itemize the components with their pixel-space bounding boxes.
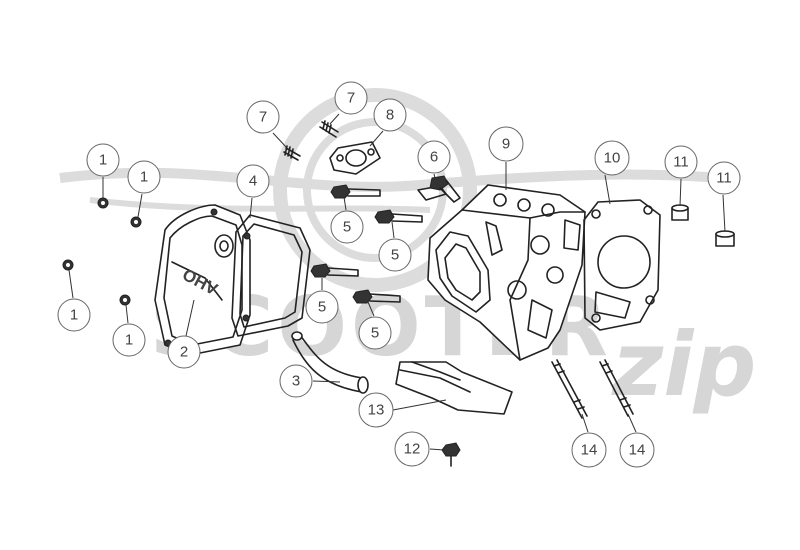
callout-13: 13 <box>358 392 394 428</box>
svg-text:1: 1 <box>140 169 148 186</box>
callout-11: 11 <box>664 145 698 179</box>
dowel-pin-a <box>671 204 689 221</box>
bolt-1-top-a <box>97 197 109 209</box>
svg-text:11: 11 <box>673 154 689 171</box>
callout-5: 5 <box>305 290 339 324</box>
callout-1: 1 <box>127 160 161 194</box>
valve-cover: OHV <box>154 204 251 356</box>
svg-text:1: 1 <box>70 307 78 324</box>
parts: OHV <box>62 120 735 467</box>
svg-text:5: 5 <box>343 219 351 236</box>
callout-4: 4 <box>236 164 270 198</box>
bolt-1-left <box>62 259 74 271</box>
svg-text:12: 12 <box>404 441 421 458</box>
svg-text:14: 14 <box>581 442 598 459</box>
long-stud-a <box>551 359 588 419</box>
svg-text:7: 7 <box>347 90 355 107</box>
svg-text:8: 8 <box>386 107 394 124</box>
deflector-plate <box>395 361 513 415</box>
callout-2: 2 <box>167 335 201 369</box>
leader-lines <box>68 113 726 451</box>
svg-text:1: 1 <box>99 152 107 169</box>
svg-text:5: 5 <box>391 247 399 264</box>
callout-11: 11 <box>707 161 741 195</box>
dowel-pin-b <box>715 230 735 247</box>
callout-1: 1 <box>112 323 146 357</box>
bolt-1-top-b <box>130 216 142 228</box>
callout-1: 1 <box>86 143 120 177</box>
callout-6: 6 <box>417 140 451 174</box>
svg-text:4: 4 <box>249 173 257 190</box>
bolt-5-b <box>374 209 423 224</box>
valve-cover-gasket <box>231 214 311 337</box>
svg-text:5: 5 <box>318 299 326 316</box>
stud-7-b <box>319 120 339 138</box>
callout-5: 5 <box>358 316 392 350</box>
callout-10: 10 <box>594 140 630 176</box>
bolt-5-a <box>330 184 381 199</box>
bolt-5-c <box>310 263 359 278</box>
callout-7: 7 <box>246 100 280 134</box>
svg-text:14: 14 <box>629 442 646 459</box>
callout-7: 7 <box>334 81 368 115</box>
callout-1: 1 <box>57 298 91 332</box>
callout-3: 3 <box>279 364 313 398</box>
svg-text:13: 13 <box>368 402 385 419</box>
sensor-plug <box>417 175 461 203</box>
breather-hose <box>291 331 369 394</box>
intake-gasket <box>329 141 381 175</box>
callout-14: 14 <box>571 432 607 468</box>
svg-text:6: 6 <box>430 149 438 166</box>
cylinder-head <box>427 184 586 361</box>
bolt-12 <box>441 442 461 467</box>
svg-text:3: 3 <box>292 373 300 390</box>
watermark-logo-rings <box>59 88 741 292</box>
watermark-brand-script: zip <box>611 313 756 416</box>
svg-text:5: 5 <box>371 325 379 342</box>
callout-12: 12 <box>394 431 430 467</box>
bolt-5-d <box>352 289 401 304</box>
callout-9: 9 <box>488 126 524 162</box>
callout-5: 5 <box>378 238 412 272</box>
callout-5: 5 <box>330 210 364 244</box>
svg-text:1: 1 <box>125 332 133 349</box>
svg-text:10: 10 <box>604 150 621 167</box>
svg-text:7: 7 <box>259 109 267 126</box>
head-gasket <box>583 199 661 331</box>
callout-14: 14 <box>619 432 655 468</box>
svg-text:2: 2 <box>180 344 188 361</box>
svg-text:11: 11 <box>716 170 732 187</box>
bolt-1-bottom <box>119 294 131 306</box>
callouts: 1 1 1 1 2 3 4 5 <box>57 81 741 468</box>
long-stud-b <box>599 359 634 417</box>
svg-text:9: 9 <box>502 136 510 153</box>
callout-8: 8 <box>373 98 407 132</box>
